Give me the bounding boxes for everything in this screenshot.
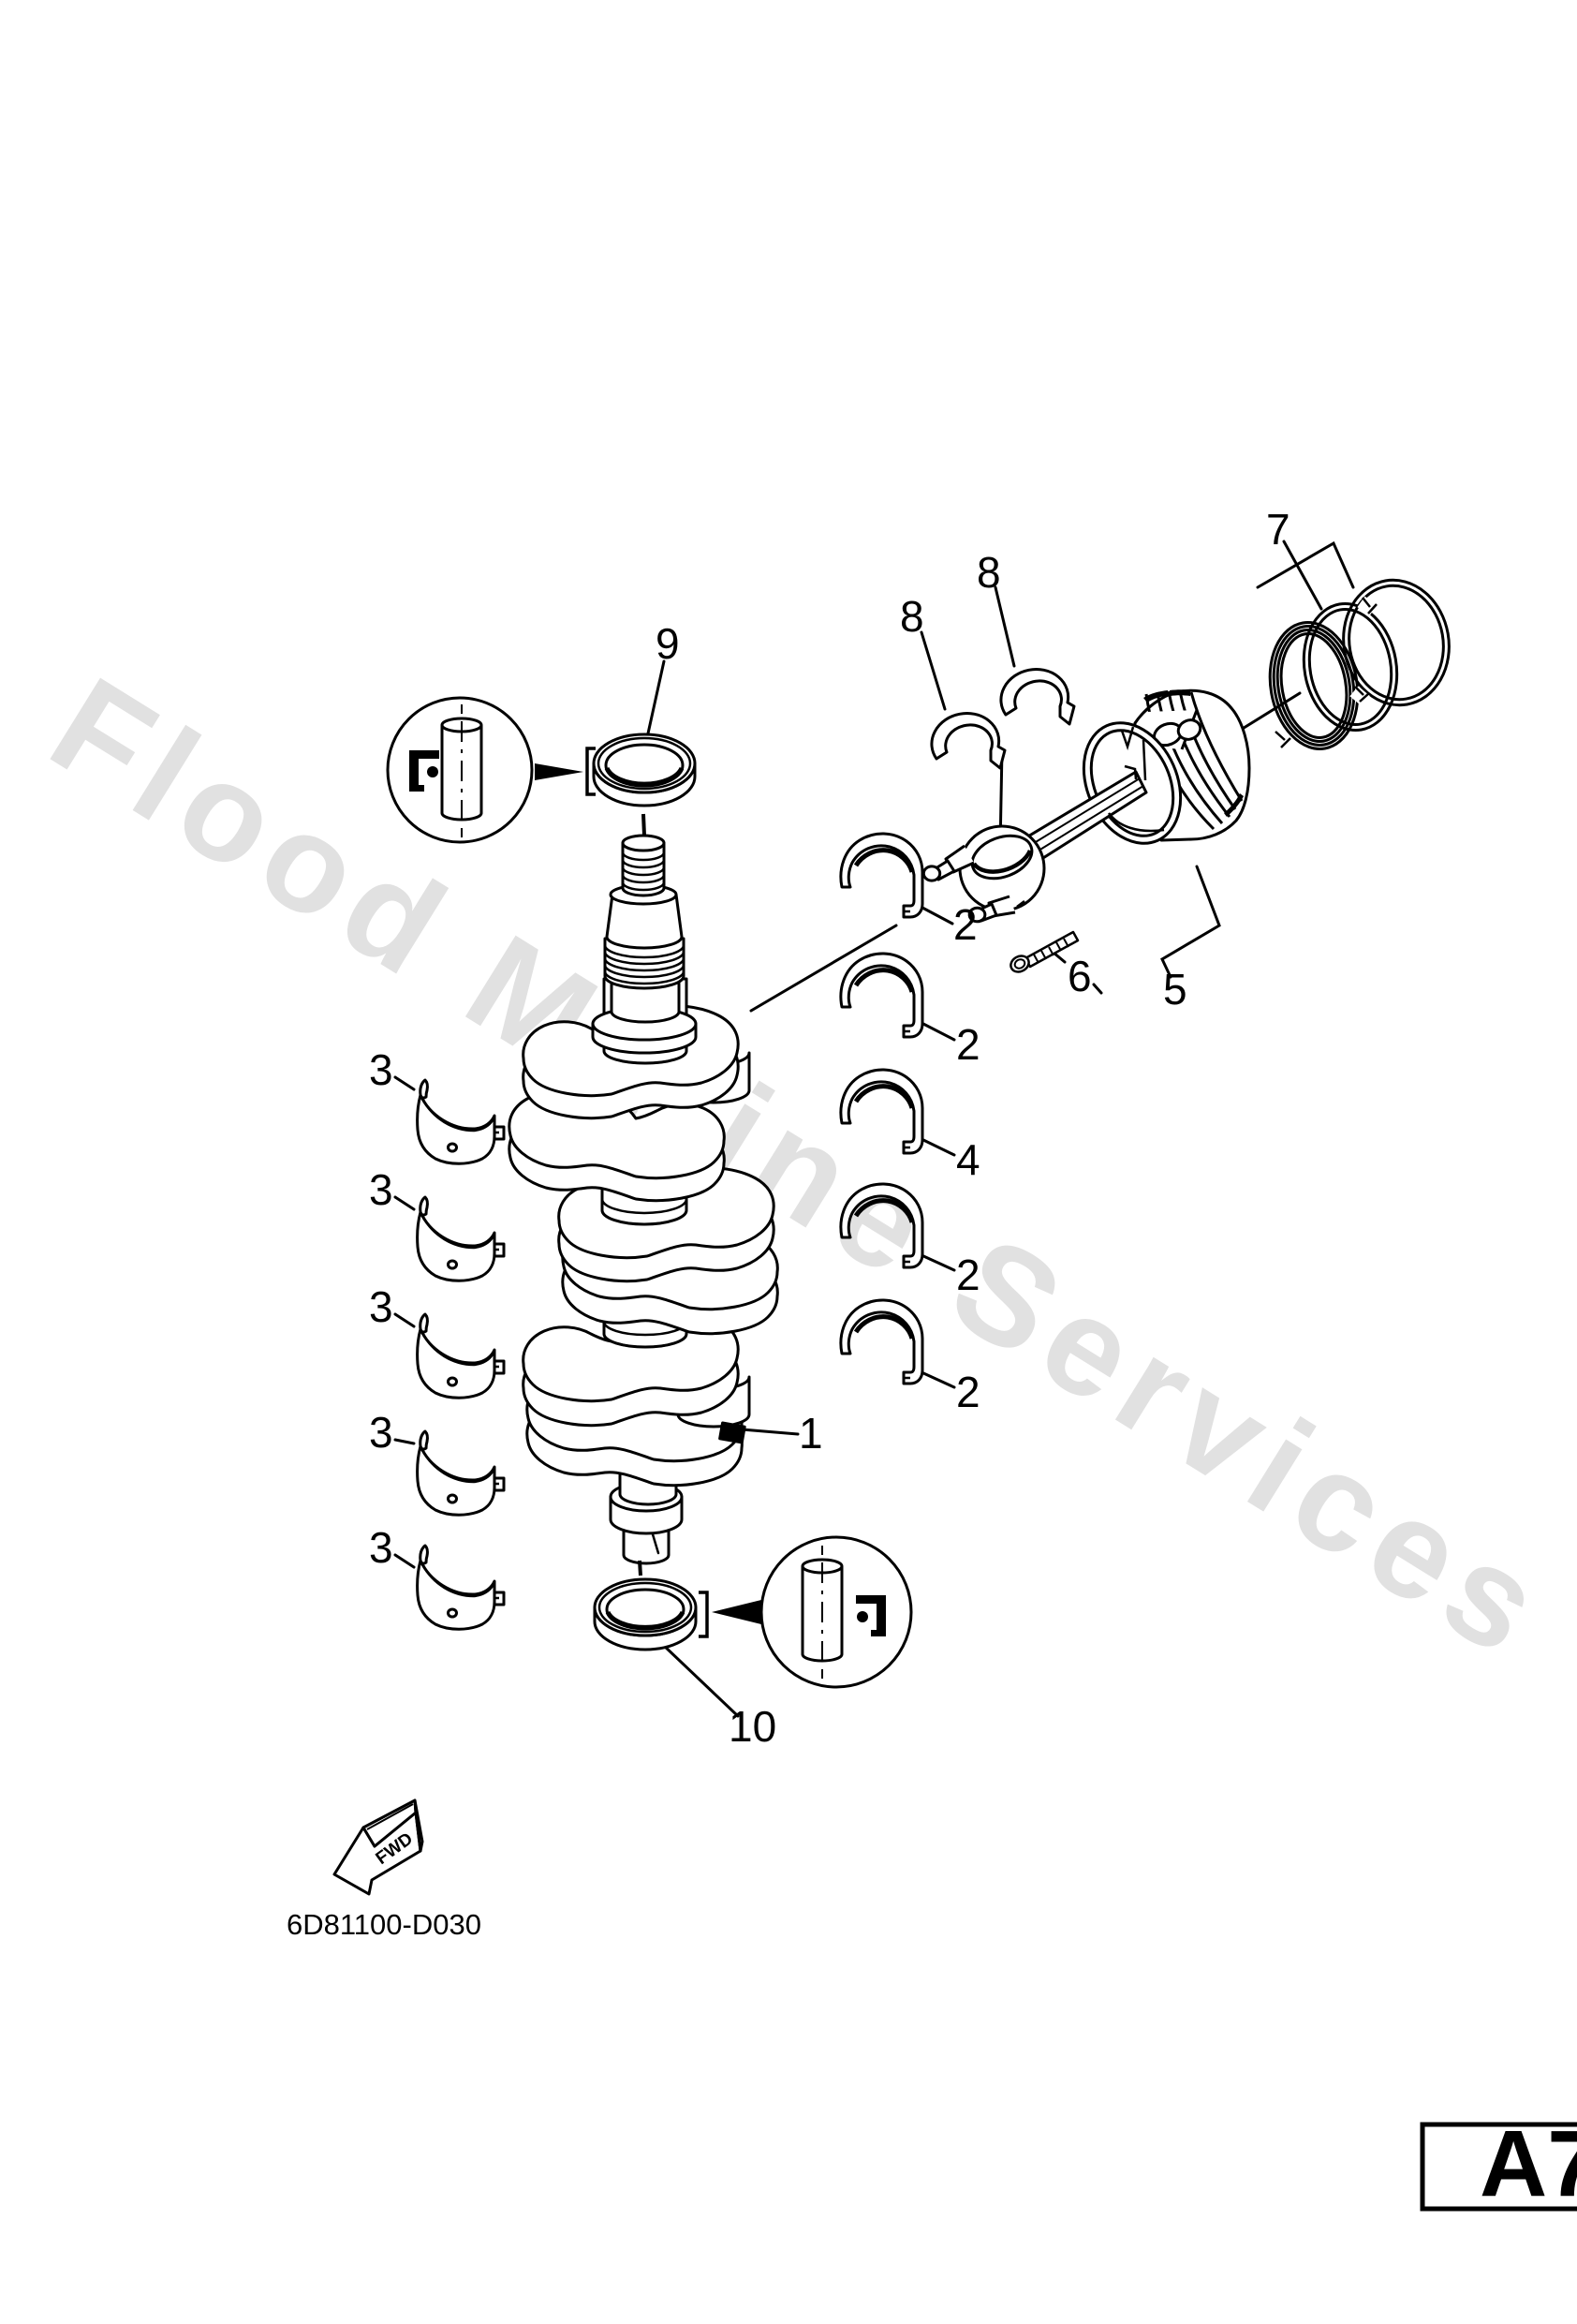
svg-text:2: 2 bbox=[953, 900, 978, 949]
svg-text:6: 6 bbox=[1068, 952, 1092, 1000]
svg-text:2: 2 bbox=[956, 1368, 980, 1416]
svg-text:3: 3 bbox=[369, 1282, 393, 1331]
svg-text:7: 7 bbox=[1266, 505, 1290, 554]
svg-text:3: 3 bbox=[369, 1523, 393, 1572]
svg-text:10: 10 bbox=[729, 1702, 776, 1751]
svg-text:9: 9 bbox=[656, 619, 680, 668]
svg-text:8: 8 bbox=[900, 592, 924, 641]
svg-text:4: 4 bbox=[956, 1135, 980, 1184]
svg-text:8: 8 bbox=[977, 548, 1001, 597]
svg-text:3: 3 bbox=[369, 1408, 393, 1457]
svg-text:5: 5 bbox=[1163, 965, 1187, 1014]
svg-text:A7: A7 bbox=[1480, 2111, 1577, 2216]
svg-text:3: 3 bbox=[369, 1165, 393, 1214]
svg-text:6D81100-D030: 6D81100-D030 bbox=[287, 1908, 481, 1941]
svg-text:2: 2 bbox=[956, 1020, 980, 1069]
svg-text:1: 1 bbox=[799, 1409, 823, 1458]
svg-text:3: 3 bbox=[369, 1045, 393, 1094]
svg-text:2: 2 bbox=[956, 1251, 980, 1299]
